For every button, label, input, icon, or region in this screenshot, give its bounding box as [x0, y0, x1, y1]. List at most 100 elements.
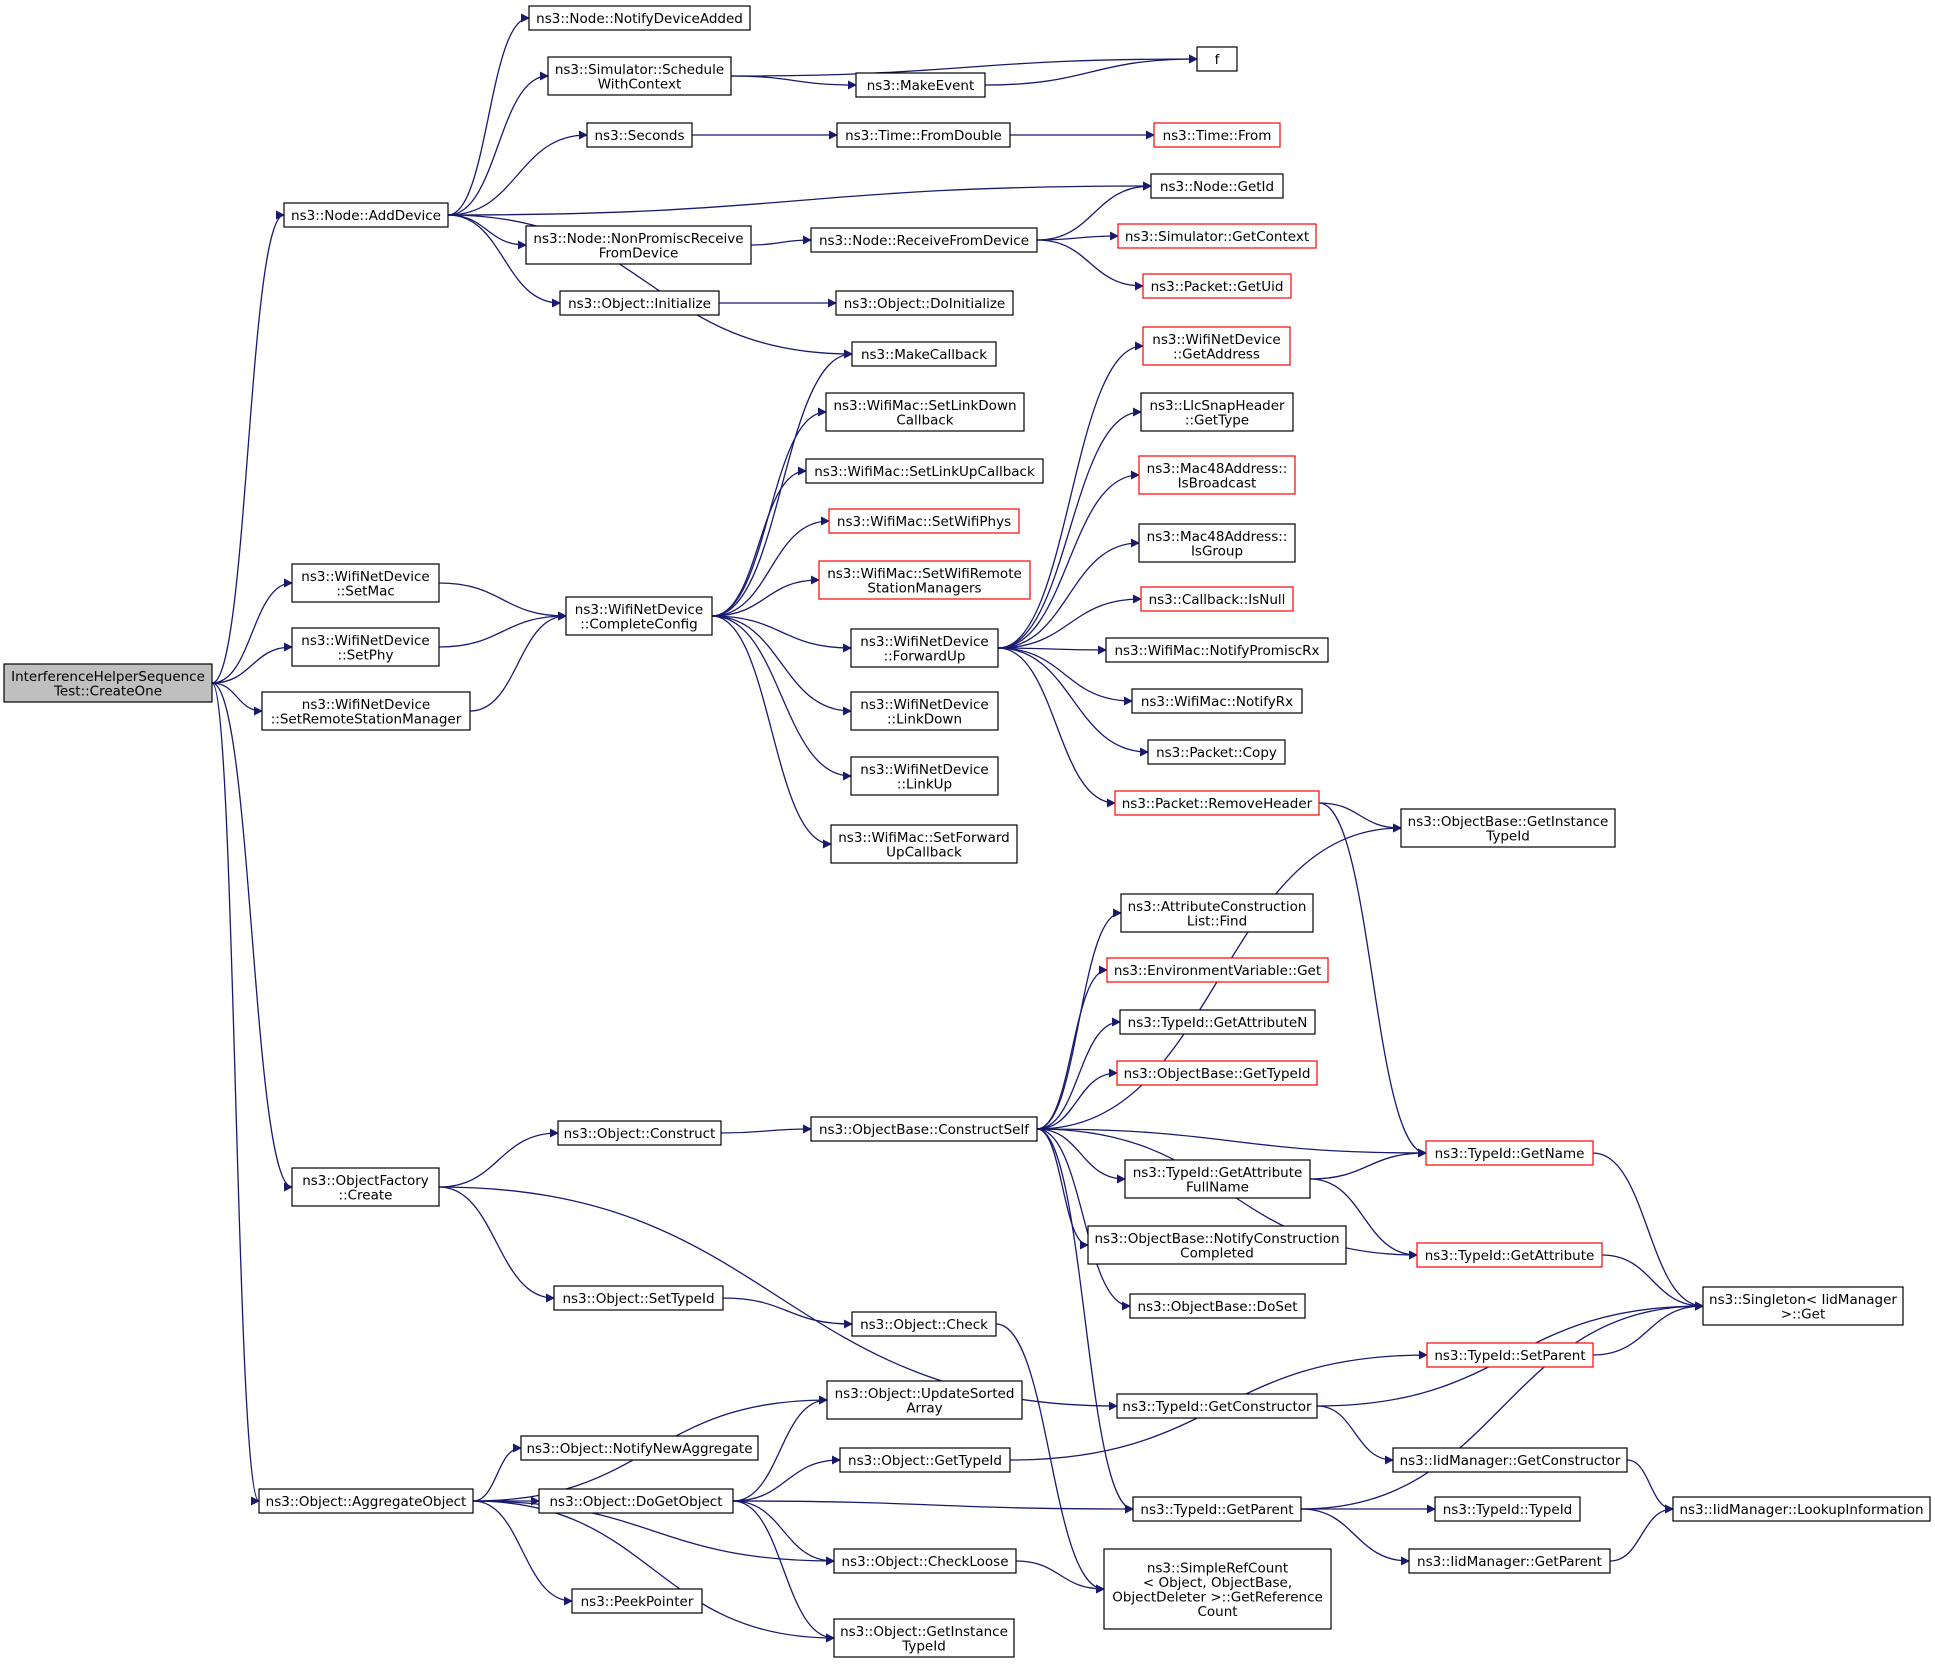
- edge-tidGetConstructor-to-iidGetConstructor: [1316, 1405, 1394, 1465]
- node-label: ns3::WifiMac::SetForward: [838, 830, 1009, 846]
- node-box: [528, 5, 751, 31]
- edge-root-to-setRSM: [211, 682, 263, 716]
- node-envVarGet[interactable]: ns3::EnvironmentVariable::Get: [1106, 957, 1329, 983]
- node-setWifiRSMs[interactable]: ns3::WifiMac::SetWifiRemoteStationManage…: [818, 560, 1031, 600]
- edge-setPhy-to-completeConfig: [438, 611, 567, 648]
- edge-addDevice-to-nonPromisc: [447, 214, 527, 250]
- node-makeCallback[interactable]: ns3::MakeCallback: [851, 341, 997, 367]
- edge-nonPromisc-to-recvFromDev: [750, 235, 812, 246]
- node-tidTypeId[interactable]: ns3::TypeId::TypeId: [1434, 1496, 1581, 1522]
- node-box: [1116, 1393, 1318, 1419]
- node-peekPointer[interactable]: ns3::PeekPointer: [571, 1588, 703, 1614]
- node-llcGetType[interactable]: ns3::LlcSnapHeader::GetType: [1140, 392, 1294, 432]
- node-tidSetParent[interactable]: ns3::TypeId::SetParent: [1426, 1342, 1594, 1368]
- edge-forwardUp-to-cbIsNull: [997, 594, 1142, 649]
- node-objInit[interactable]: ns3::Object::Initialize: [559, 290, 720, 316]
- node-ofCreate[interactable]: ns3::ObjectFactory::Create: [291, 1167, 440, 1207]
- node-setLinkUpCb[interactable]: ns3::WifiMac::SetLinkUpCallback: [805, 458, 1044, 484]
- node-label: Array: [906, 1400, 942, 1416]
- node-objConstruct[interactable]: ns3::Object::Construct: [557, 1120, 722, 1146]
- node-obNotifyConstrCompl[interactable]: ns3::ObjectBase::NotifyConstructionCompl…: [1087, 1225, 1347, 1265]
- edge-forwardUp-to-macIsGroup: [997, 538, 1140, 649]
- node-label: ns3::MakeEvent: [867, 78, 975, 94]
- node-label: ns3::WifiNetDevice: [301, 633, 429, 649]
- node-setWifiPhys[interactable]: ns3::WifiMac::SetWifiPhys: [828, 508, 1020, 534]
- node-simGetCtx[interactable]: ns3::Simulator::GetContext: [1117, 223, 1317, 249]
- node-label: Test::CreateOne: [53, 683, 162, 699]
- node-iidGetConstructor[interactable]: ns3::IidManager::GetConstructor: [1392, 1447, 1628, 1473]
- node-setMac[interactable]: ns3::WifiNetDevice::SetMac: [291, 563, 440, 603]
- node-objCheckLoose[interactable]: ns3::Object::CheckLoose: [833, 1548, 1017, 1574]
- node-obConstructSelf[interactable]: ns3::ObjectBase::ConstructSelf: [810, 1116, 1038, 1142]
- node-label: Callback: [896, 412, 953, 428]
- node-box: [291, 627, 440, 667]
- node-label: ns3::Time::From: [1163, 128, 1272, 144]
- node-objDoGetObject[interactable]: ns3::Object::DoGetObject: [538, 1488, 734, 1514]
- node-notifyRx[interactable]: ns3::WifiMac::NotifyRx: [1131, 688, 1303, 714]
- node-tidGetConstructor[interactable]: ns3::TypeId::GetConstructor: [1116, 1393, 1318, 1419]
- node-notifyDevAdded[interactable]: ns3::Node::NotifyDeviceAdded: [528, 5, 751, 31]
- node-tidGetAttrN[interactable]: ns3::TypeId::GetAttributeN: [1119, 1009, 1316, 1035]
- node-objDoInit[interactable]: ns3::Object::DoInitialize: [835, 290, 1014, 316]
- node-simpleRefCount[interactable]: ns3::SimpleRefCount< Object, ObjectBase,…: [1103, 1548, 1332, 1630]
- node-tidGetParent[interactable]: ns3::TypeId::GetParent: [1132, 1496, 1302, 1522]
- node-timeFrom[interactable]: ns3::Time::From: [1153, 122, 1281, 148]
- node-cbIsNull[interactable]: ns3::Callback::IsNull: [1140, 586, 1294, 612]
- node-box: [1138, 523, 1296, 563]
- node-root[interactable]: InterferenceHelperSequenceTest::CreateOn…: [3, 663, 213, 703]
- node-label: List::Find: [1187, 913, 1247, 929]
- node-notifyPromiscRx[interactable]: ns3::WifiMac::NotifyPromiscRx: [1105, 637, 1329, 663]
- node-label: ns3::Node::NonPromiscReceive: [533, 231, 743, 247]
- node-wndGetAddress[interactable]: ns3::WifiNetDevice::GetAddress: [1142, 326, 1291, 366]
- node-pktGetUid[interactable]: ns3::Packet::GetUid: [1142, 273, 1292, 299]
- node-makeEvent[interactable]: ns3::MakeEvent: [855, 72, 986, 98]
- node-iidGetParent[interactable]: ns3::IidManager::GetParent: [1408, 1548, 1611, 1574]
- node-nodeGetId[interactable]: ns3::Node::GetId: [1150, 173, 1284, 199]
- node-box: [1103, 1548, 1332, 1630]
- node-aggObj[interactable]: ns3::Object::AggregateObject: [258, 1488, 474, 1514]
- node-obGetTypeId[interactable]: ns3::ObjectBase::GetTypeId: [1116, 1060, 1318, 1086]
- node-label: ObjectDeleter >::GetReference: [1112, 1589, 1323, 1605]
- node-box: [283, 202, 449, 228]
- node-objNotifyNewAgg[interactable]: ns3::Object::NotifyNewAggregate: [520, 1435, 759, 1461]
- node-seconds[interactable]: ns3::Seconds: [586, 122, 693, 148]
- node-box: [1131, 688, 1303, 714]
- node-label: UpCallback: [886, 844, 962, 860]
- node-box: [833, 1618, 1015, 1658]
- node-macIsBroadcast[interactable]: ns3::Mac48Address::IsBroadcast: [1138, 455, 1296, 495]
- node-f[interactable]: f: [1196, 46, 1238, 72]
- node-box: [826, 1380, 1023, 1420]
- node-macIsGroup[interactable]: ns3::Mac48Address::IsGroup: [1138, 523, 1296, 563]
- node-linkDown[interactable]: ns3::WifiNetDevice::LinkDown: [850, 691, 999, 731]
- node-linkUp[interactable]: ns3::WifiNetDevice::LinkUp: [850, 756, 999, 796]
- node-tidGetAttribute[interactable]: ns3::TypeId::GetAttribute: [1416, 1242, 1603, 1268]
- node-objGetTypeId[interactable]: ns3::Object::GetTypeId: [839, 1447, 1011, 1473]
- node-tidGetName[interactable]: ns3::TypeId::GetName: [1425, 1140, 1594, 1166]
- node-recvFromDev[interactable]: ns3::Node::ReceiveFromDevice: [810, 227, 1038, 253]
- node-iidLookupInfo[interactable]: ns3::IidManager::LookupInformation: [1672, 1496, 1931, 1522]
- node-addDevice[interactable]: ns3::Node::AddDevice: [283, 202, 449, 228]
- node-label: ns3::TypeId::SetParent: [1434, 1348, 1585, 1364]
- node-label: ns3::Packet::Copy: [1156, 745, 1277, 761]
- node-objCheck[interactable]: ns3::Object::Check: [851, 1311, 997, 1337]
- node-pktRemoveHeader[interactable]: ns3::Packet::RemoveHeader: [1114, 790, 1320, 816]
- node-obDoSet[interactable]: ns3::ObjectBase::DoSet: [1129, 1293, 1306, 1319]
- node-completeConfig[interactable]: ns3::WifiNetDevice::CompleteConfig: [565, 596, 713, 636]
- node-box: [586, 122, 693, 148]
- node-timeFromDouble[interactable]: ns3::Time::FromDouble: [836, 122, 1011, 148]
- node-setRSM[interactable]: ns3::WifiNetDevice::SetRemoteStationMana…: [261, 691, 471, 731]
- node-singletonGet[interactable]: ns3::Singleton< IidManager>::Get: [1702, 1286, 1904, 1326]
- node-objSetTypeId[interactable]: ns3::Object::SetTypeId: [553, 1285, 724, 1311]
- node-pktCopy[interactable]: ns3::Packet::Copy: [1147, 739, 1286, 765]
- node-forwardUp[interactable]: ns3::WifiNetDevice::ForwardUp: [850, 628, 999, 668]
- node-setPhy[interactable]: ns3::WifiNetDevice::SetPhy: [291, 627, 440, 667]
